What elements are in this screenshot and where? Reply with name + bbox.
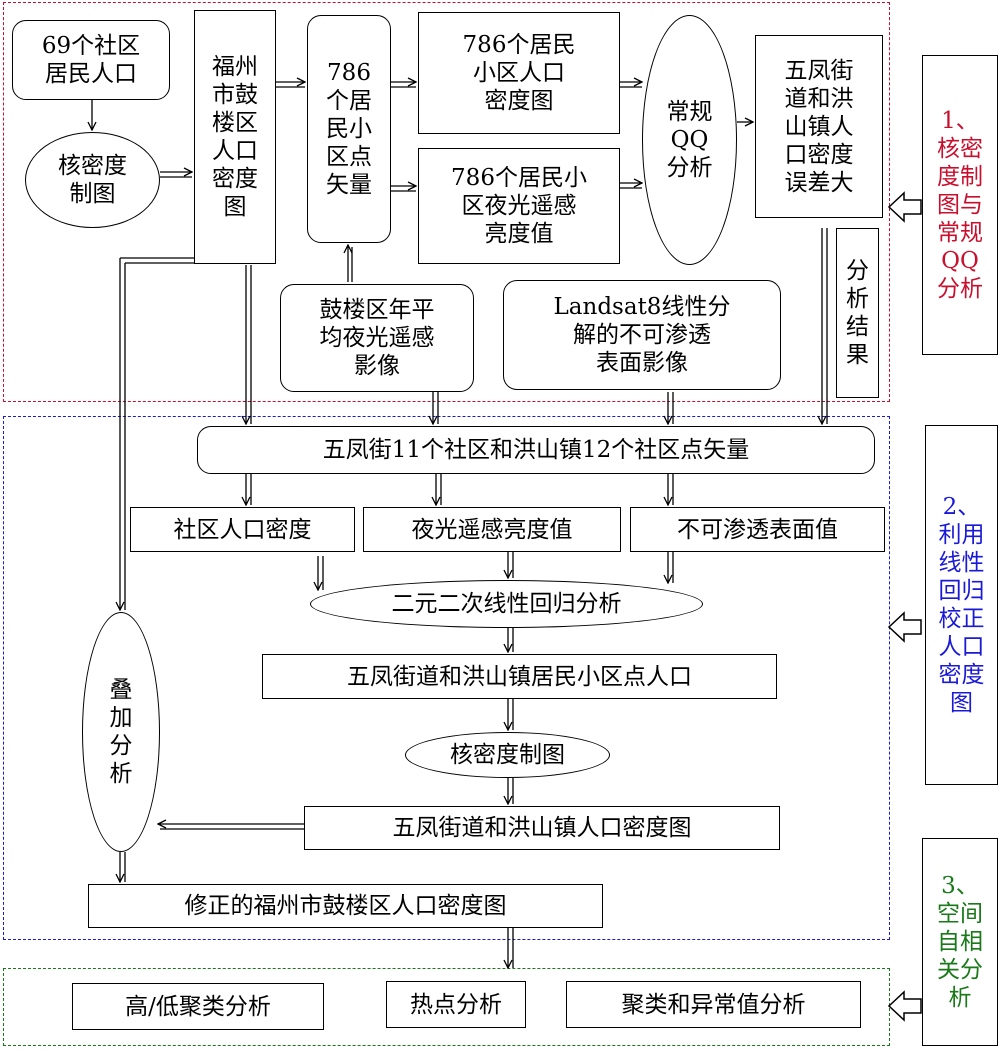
regression-label: 二元二次线性回归分析 — [391, 591, 622, 617]
analysis-result-label: 分 析 结 果 — [846, 258, 869, 368]
error-box: 五凤街 道和洪 山镇人 口密度 误差大 — [755, 35, 883, 218]
stage1-side-label-box: 1、 核密 度制 图与 常规 QQ 分析 — [922, 55, 998, 355]
density-786-box: 786个居民 小区人口 密度图 — [418, 12, 620, 134]
hl-cluster-label: 高/低聚类分析 — [125, 993, 271, 1020]
landsat-image-label: Landsat8线性分 解的不可渗透 表面影像 — [553, 294, 731, 376]
stage3-side-label: 3、 空间 自相 关分 析 — [937, 873, 983, 1011]
hotspot-box: 热点分析 — [386, 981, 526, 1028]
community-population-box: 69个社区 居民人口 — [12, 20, 170, 100]
impervious-value-label: 不可渗透表面值 — [677, 516, 838, 543]
hl-cluster-box: 高/低聚类分析 — [72, 983, 324, 1030]
nightlight-value-label: 夜光遥感亮度值 — [411, 516, 573, 543]
residential-points-786-label: 786 个居 民小 区点 矢量 — [326, 60, 372, 198]
nightlight-value-box: 夜光遥感亮度值 — [363, 507, 621, 552]
impervious-value-box: 不可渗透表面值 — [630, 507, 885, 552]
qq-analysis-label: 常规 QQ 分析 — [666, 99, 713, 181]
hotspot-label: 热点分析 — [410, 991, 502, 1018]
nightlight-image-label: 鼓楼区年平 均夜光遥感 影像 — [319, 297, 435, 379]
kde-ellipse: 核密度制图 — [405, 732, 610, 778]
overlay-label: 叠 加 分 析 — [109, 677, 133, 787]
residential-pop-label: 五凤街道和洪山镇居民小区点人口 — [347, 663, 692, 690]
outlier-label: 聚类和异常值分析 — [621, 991, 806, 1018]
residential-points-786-box: 786 个居 民小 区点 矢量 — [307, 15, 391, 243]
nightlight-image-box: 鼓楼区年平 均夜光遥感 影像 — [280, 284, 474, 392]
residential-pop-box: 五凤街道和洪山镇居民小区点人口 — [262, 654, 777, 699]
stage2-side-label: 2、 利用 线性 回归 校正 人口 密度 图 — [938, 494, 985, 716]
regression-ellipse: 二元二次线性回归分析 — [310, 580, 703, 628]
gulou-density-label: 福州 市鼓 楼区 人口 密度 图 — [212, 54, 258, 220]
stage2-side-label-box: 2、 利用 线性 回归 校正 人口 密度 图 — [925, 425, 998, 785]
stage3-side-label-box: 3、 空间 自相 关分 析 — [922, 838, 998, 1046]
error-label: 五凤街 道和洪 山镇人 口密度 误差大 — [784, 57, 854, 196]
stage2-frame — [3, 416, 890, 940]
kde-map-ellipse: 核密度 制图 — [25, 132, 160, 228]
qq-analysis-ellipse: 常规 QQ 分析 — [642, 15, 737, 265]
outlier-box: 聚类和异常值分析 — [566, 981, 861, 1028]
overlay-ellipse: 叠 加 分 析 — [82, 612, 160, 852]
density-map-box: 五凤街道和洪山镇人口密度图 — [304, 806, 780, 850]
pop-density-box: 社区人口密度 — [130, 507, 355, 552]
community-population-label: 69个社区 居民人口 — [41, 33, 141, 87]
kde-label: 核密度制图 — [450, 742, 565, 768]
density-map-label: 五凤街道和洪山镇人口密度图 — [392, 815, 692, 841]
nightlight-786-label: 786个居民小 区夜光遥感 亮度值 — [451, 165, 587, 247]
nightlight-786-box: 786个居民小 区夜光遥感 亮度值 — [418, 148, 620, 264]
community-points-box: 五凤街11个社区和洪山镇12个社区点矢量 — [197, 426, 875, 474]
gulou-density-box: 福州 市鼓 楼区 人口 密度 图 — [194, 10, 276, 264]
landsat-image-box: Landsat8线性分 解的不可渗透 表面影像 — [503, 280, 781, 390]
density-786-label: 786个居民 小区人口 密度图 — [462, 32, 576, 114]
pop-density-label: 社区人口密度 — [173, 516, 312, 543]
corrected-density-label: 修正的福州市鼓楼区人口密度图 — [184, 893, 507, 919]
analysis-result-box: 分 析 结 果 — [836, 228, 879, 398]
stage1-side-label: 1、 核密 度制 图与 常规 QQ 分析 — [937, 108, 983, 302]
corrected-density-box: 修正的福州市鼓楼区人口密度图 — [88, 884, 603, 928]
kde-map-label: 核密度 制图 — [58, 153, 127, 207]
community-points-label: 五凤街11个社区和洪山镇12个社区点矢量 — [322, 437, 750, 463]
